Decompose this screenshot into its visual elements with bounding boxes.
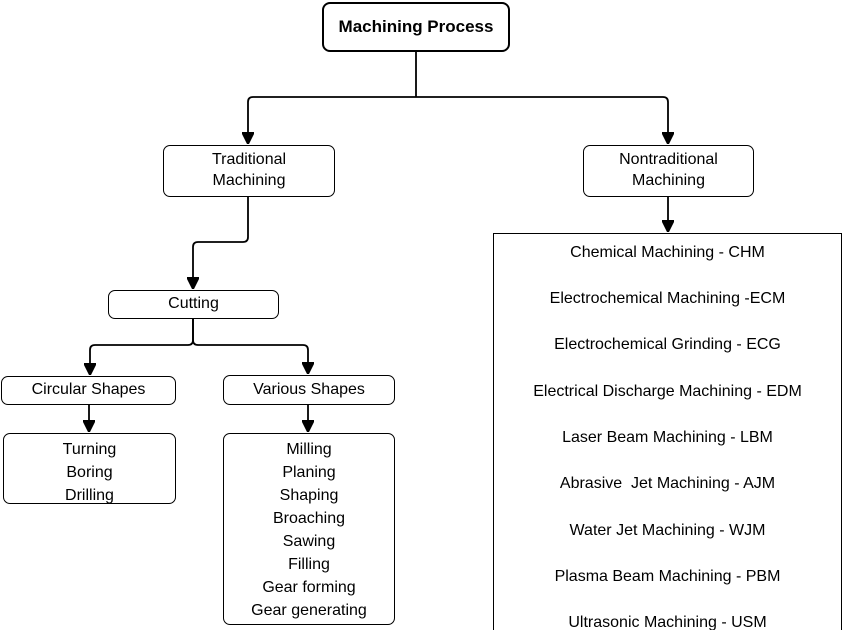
node-traditional-machining-label-line1: Traditional [211, 151, 287, 169]
connector-traditional-to-cutting [193, 197, 249, 288]
list-item: Gear forming [262, 579, 356, 596]
node-circular-shapes-list: Turning Boring Drilling [3, 433, 176, 504]
node-machining-process-label: Machining Process [338, 16, 494, 36]
list-item: Boring [66, 464, 113, 481]
list-item: Laser Beam Machining - LBM [562, 428, 773, 446]
list-item: Milling [286, 441, 332, 458]
node-cutting: Cutting [108, 290, 279, 319]
list-item: Electrochemical Machining -ECM [549, 290, 786, 308]
list-item: Sawing [282, 533, 336, 550]
list-item: Broaching [272, 510, 346, 527]
list-item: Electrical Discharge Machining - EDM [533, 382, 802, 400]
node-nontraditional-machining-label-line2: Machining [632, 172, 705, 189]
node-various-shapes-list: Milling Planing Shaping Broaching Sawing… [223, 433, 395, 625]
list-item: Filling [288, 556, 330, 573]
list-item: Water Jet Machining - WJM [569, 521, 766, 539]
list-item: Shaping [279, 487, 339, 504]
list-item: Electrochemical Grinding - ECG [554, 336, 781, 354]
node-machining-process: Machining Process [322, 2, 510, 52]
nontraditional-list-items: Chemical Machining - CHM Electrochemical… [494, 230, 841, 630]
node-traditional-machining: Traditional Machining [163, 145, 335, 197]
list-item: Turning [62, 441, 117, 458]
connector-root-to-traditional [248, 96, 416, 143]
node-nontraditional-machining: Nontraditional Machining [583, 145, 754, 197]
node-various-shapes: Various Shapes [223, 375, 395, 405]
list-item: Abrasive Jet Machining - AJM [559, 475, 776, 493]
node-nontraditional-machining-label-line1: Nontraditional [619, 151, 718, 169]
list-item: Ultrasonic Machining - USM [568, 614, 767, 630]
list-item: Plasma Beam Machining - PBM [554, 567, 781, 585]
connector-root-to-nontraditional [416, 96, 668, 143]
node-various-shapes-label: Various Shapes [253, 380, 365, 398]
node-nontraditional-list: Chemical Machining - CHM Electrochemical… [493, 233, 842, 630]
list-item: Gear generating [251, 602, 367, 619]
node-circular-shapes: Circular Shapes [1, 376, 176, 405]
list-item: Chemical Machining - CHM [570, 243, 765, 261]
node-traditional-machining-label-line2: Machining [212, 172, 286, 189]
node-circular-shapes-label: Circular Shapes [31, 381, 146, 399]
connector-cutting-to-various [192, 318, 308, 373]
node-cutting-label: Cutting [168, 295, 219, 313]
list-item: Drilling [65, 487, 114, 504]
list-item: Planing [282, 464, 336, 481]
connector-cutting-to-circular [90, 318, 194, 374]
